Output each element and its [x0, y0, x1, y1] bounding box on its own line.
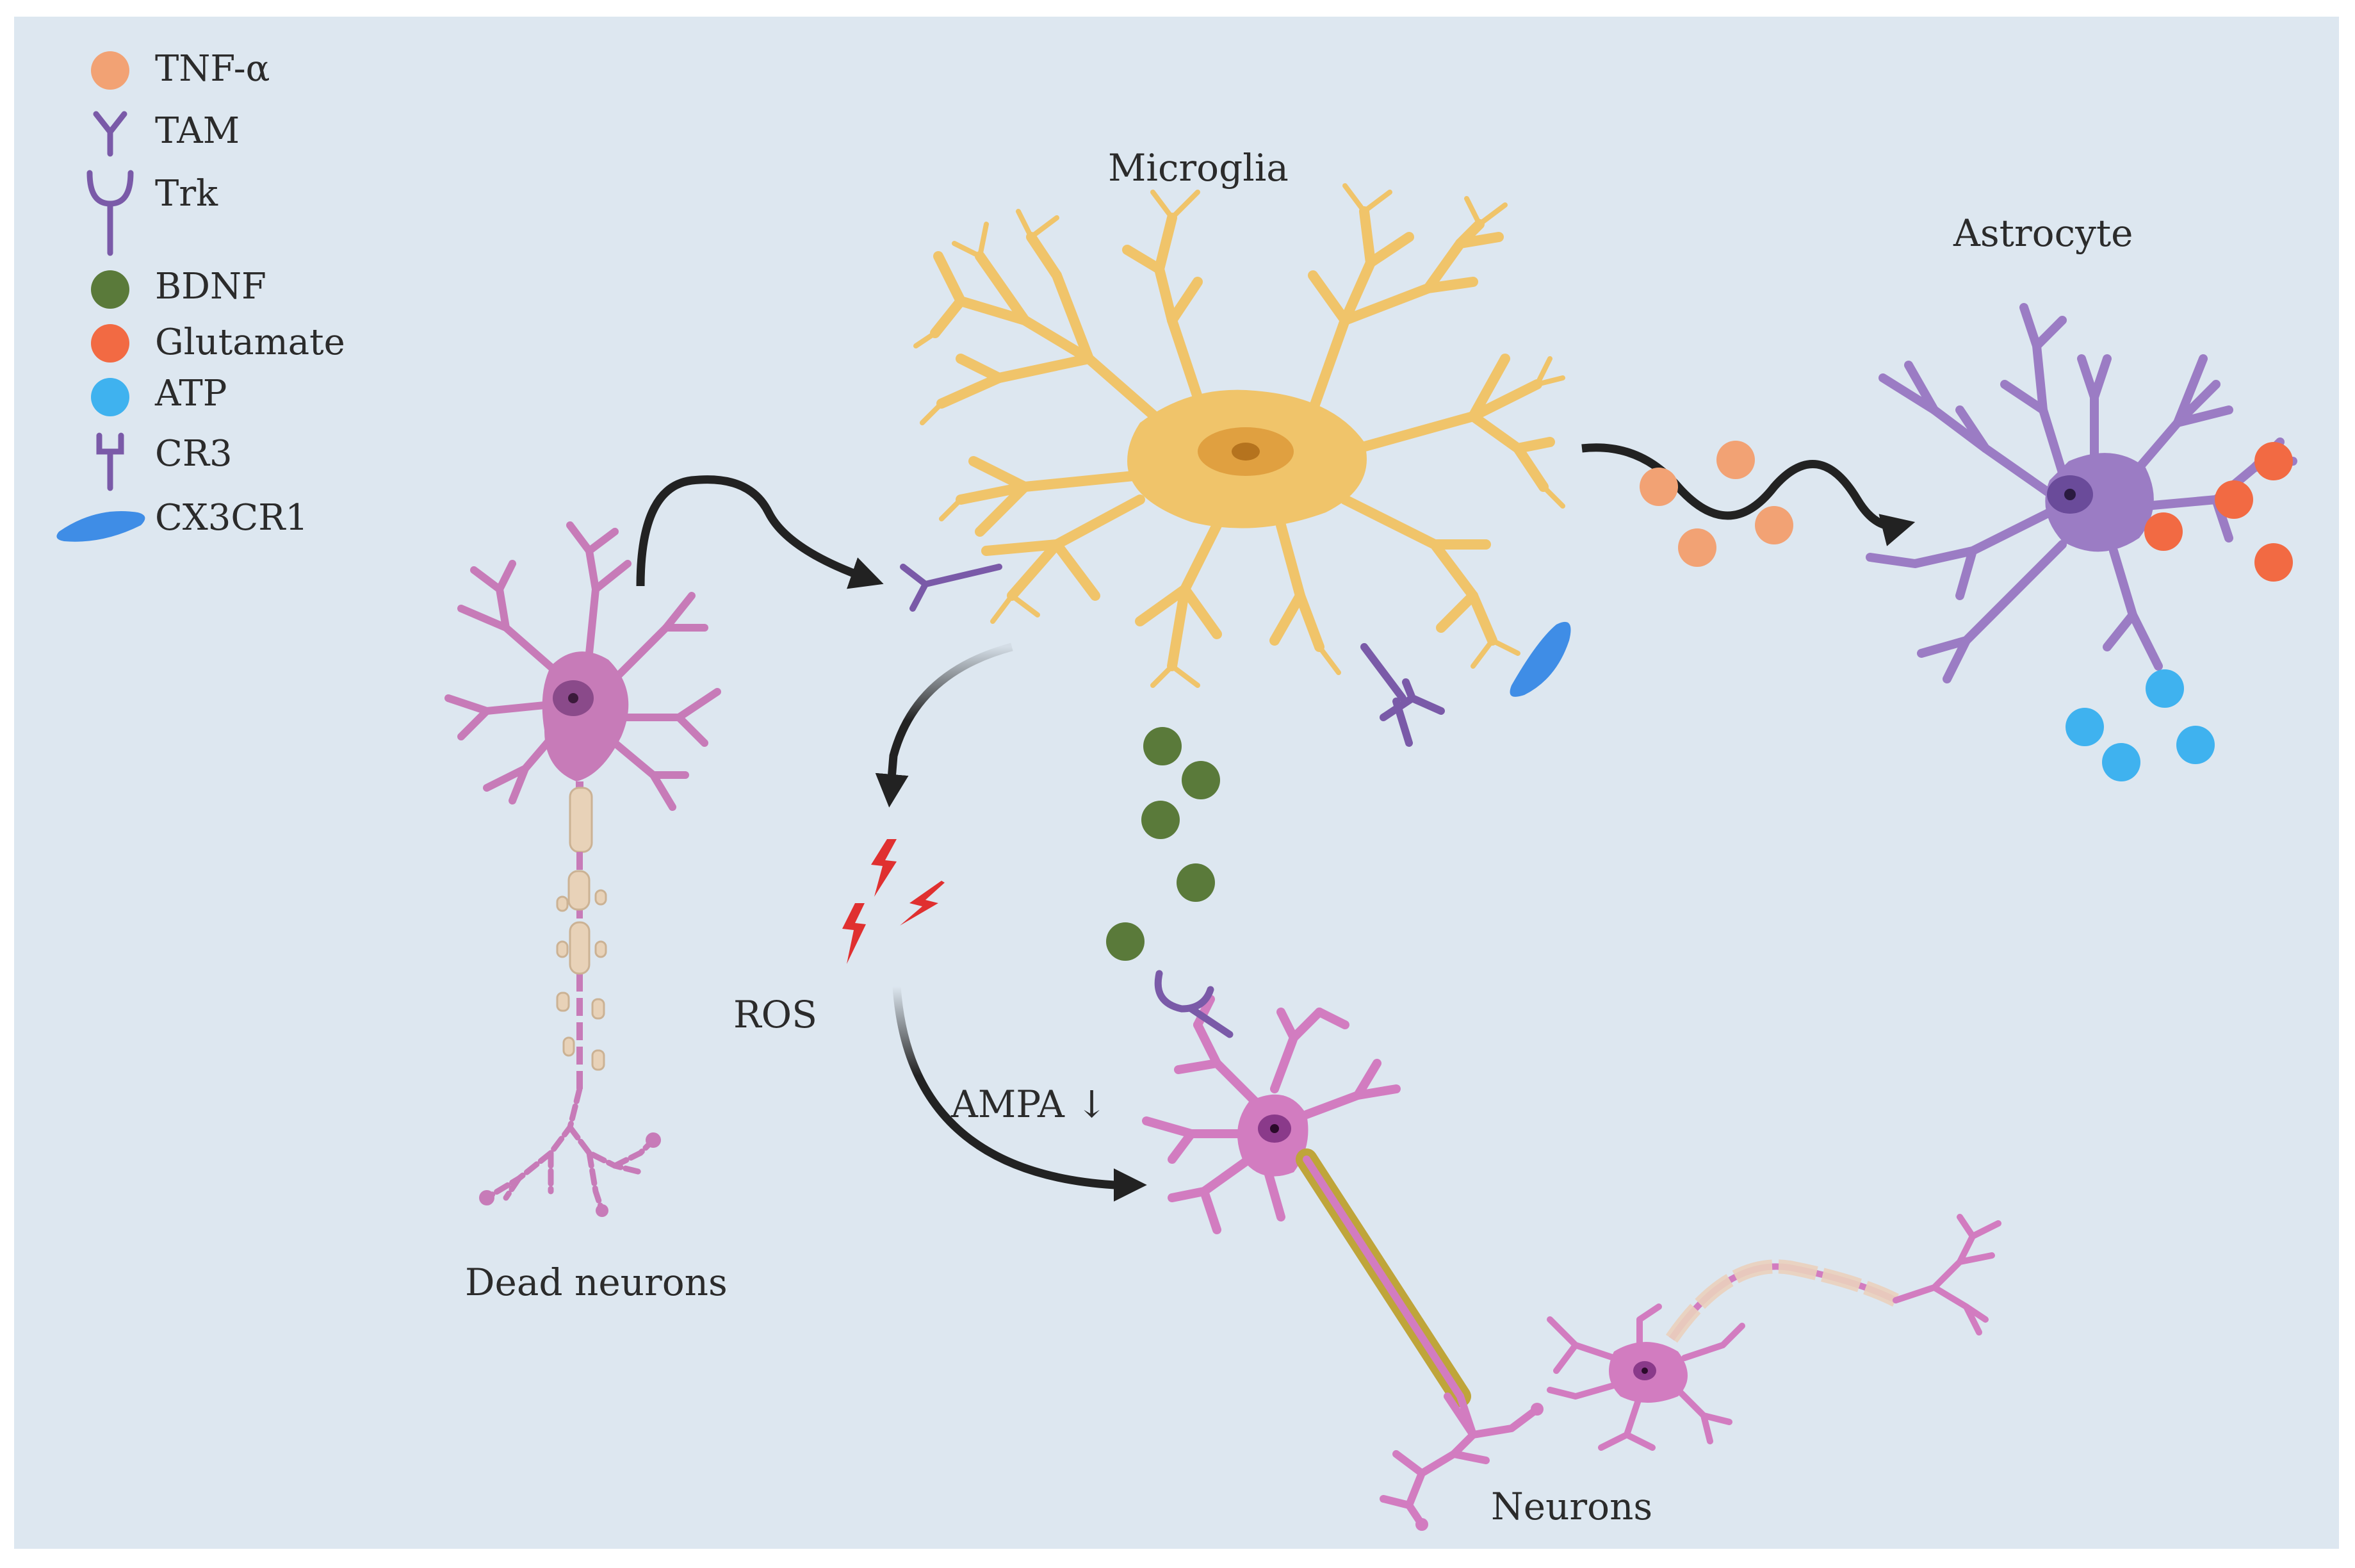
tnf-alpha-dot-icon: [91, 51, 129, 90]
trk-receptor-icon: [86, 170, 134, 256]
legend-label-glutamate: Glutamate: [155, 322, 345, 363]
microglia-label: Microglia: [1108, 146, 1289, 190]
arrow-ros-to-neuron: [892, 986, 1147, 1202]
legend-label-cr3: CR3: [155, 433, 232, 475]
legend-label-tam: TAM: [155, 110, 240, 152]
legend-label-tnf-alpha: TNF-α: [155, 48, 270, 90]
arrow-microglia-to-ros: [875, 642, 1013, 808]
legend-label-trk: Trk: [155, 173, 218, 215]
cx3cr1-receptor: [1510, 621, 1571, 697]
glutamate-dot-icon: [91, 324, 129, 363]
tam-receptor-icon: [93, 111, 127, 157]
cx3cr1-icon: [56, 511, 145, 542]
bdnf-dot-icon: [91, 270, 129, 309]
trk-receptor: [1154, 970, 1234, 1038]
cr3-receptor: [1360, 643, 1445, 747]
glutamate-molecules: [2144, 442, 2293, 582]
dead-neuron: [444, 521, 721, 1217]
legend: [56, 51, 145, 542]
legend-label-atp: ATP: [155, 373, 227, 414]
astrocyte-label: Astrocyte: [1953, 211, 2133, 255]
neuron-secondary: [1547, 1214, 2001, 1451]
arrow-dead-neurons-to-microglia: [636, 475, 884, 589]
arrow-microglia-to-astrocyte: [1581, 443, 1916, 546]
ros-bolts-icon: [842, 839, 945, 964]
ros-label: ROS: [733, 993, 817, 1036]
cr3-receptor-icon: [96, 432, 124, 491]
atp-molecules: [2066, 669, 2215, 781]
ampa-label: AMPA ↓: [951, 1082, 1107, 1126]
tam-receptor: [900, 564, 1002, 612]
neuron-main: [1142, 995, 1544, 1531]
bdnf-molecules: [1106, 727, 1220, 961]
microglia-cell: [913, 183, 1565, 688]
dead-neurons-label: Dead neurons: [465, 1261, 728, 1304]
legend-label-bdnf: BDNF: [155, 266, 266, 307]
diagram-background: [14, 17, 2339, 1549]
legend-label-cx3cr1: CX3CR1: [155, 497, 308, 539]
neurons-label: Neurons: [1491, 1485, 1653, 1528]
tnf-alpha-molecules: [1640, 441, 1793, 567]
atp-dot-icon: [91, 378, 129, 416]
